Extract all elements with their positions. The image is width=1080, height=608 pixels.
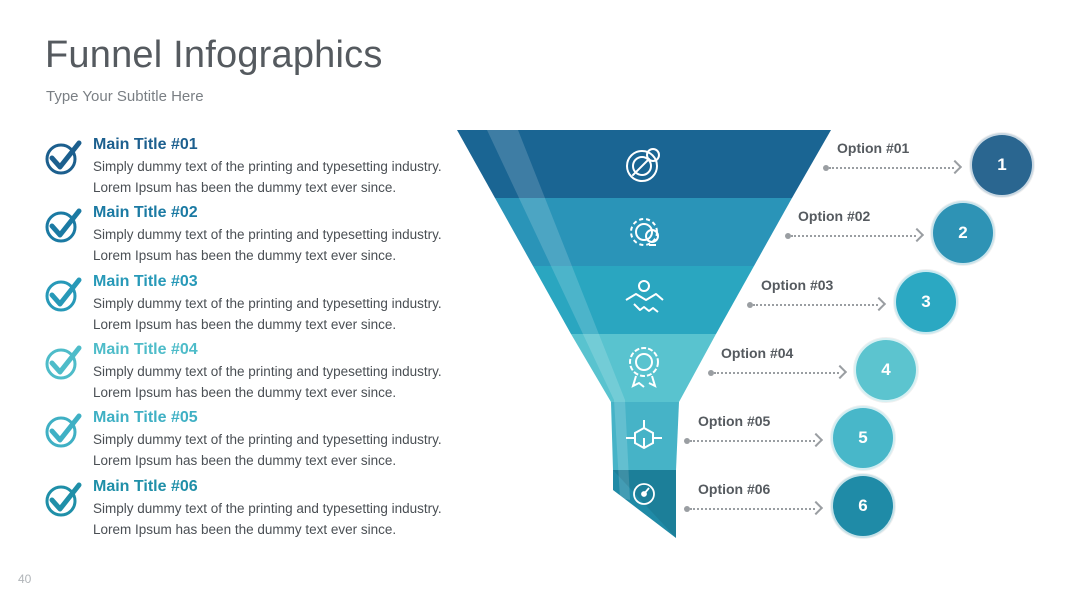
- item-title: Main Title #05: [93, 409, 198, 426]
- page-subtitle: Type Your Subtitle Here: [46, 88, 204, 105]
- option-label: Option #02: [798, 208, 871, 224]
- option-label: Option #05: [698, 413, 771, 429]
- connector-dot: [684, 506, 690, 512]
- arrow-right-icon: [808, 500, 824, 516]
- item-description: Simply dummy text of the printing and ty…: [93, 499, 493, 540]
- connector-line: [791, 235, 916, 237]
- funnel-segment-5: [611, 402, 679, 470]
- item-description-line: Simply dummy text of the printing and ty…: [93, 501, 442, 516]
- checkmark-icon: [45, 277, 82, 312]
- number-circle: 3: [894, 270, 958, 334]
- cube-network-icon: [626, 420, 662, 450]
- connector-dot: [823, 165, 829, 171]
- item-description-line: Lorem Ipsum has been the dummy text ever…: [93, 247, 397, 263]
- number-circle: 1: [970, 133, 1034, 197]
- arrow-right-icon: [947, 159, 963, 175]
- page-title: Funnel Infographics: [45, 34, 383, 76]
- item-description: Simply dummy text of the printing and ty…: [93, 294, 493, 335]
- arrow-right-icon: [832, 364, 848, 380]
- item-description-line: Lorem Ipsum has been the dummy text ever…: [93, 384, 397, 400]
- option-row: Option #01: [823, 140, 970, 210]
- page-number: 40: [18, 572, 32, 586]
- funnel-segment-4: [571, 334, 716, 402]
- item-description-line: Lorem Ipsum has been the dummy text ever…: [93, 521, 397, 537]
- connector-line: [714, 372, 839, 374]
- item-description-line: Simply dummy text of the printing and ty…: [93, 227, 442, 242]
- item-description-line: Lorem Ipsum has been the dummy text ever…: [93, 179, 397, 195]
- handshake-icon: [625, 280, 664, 313]
- connector-line: [690, 508, 815, 510]
- number-circle: 6: [831, 474, 895, 538]
- connector-line: [753, 304, 878, 306]
- arrow-right-icon: [808, 432, 824, 448]
- item-description-line: Simply dummy text of the printing and ty…: [93, 432, 442, 447]
- connector-dot: [785, 233, 791, 239]
- item-description: Simply dummy text of the printing and ty…: [93, 430, 493, 471]
- checkmark-icon: [45, 208, 82, 243]
- item-description: Simply dummy text of the printing and ty…: [93, 362, 493, 403]
- item-description-line: Lorem Ipsum has been the dummy text ever…: [93, 452, 397, 468]
- connector-dot: [708, 370, 714, 376]
- option-row: Option #02: [785, 208, 932, 278]
- number-circle: 2: [931, 201, 995, 265]
- item-title: Main Title #04: [93, 341, 198, 358]
- item-description-line: Lorem Ipsum has been the dummy text ever…: [93, 316, 397, 332]
- item-description: Simply dummy text of the printing and ty…: [93, 225, 493, 266]
- checkmark-icon: [45, 413, 82, 448]
- target-icon: [626, 148, 660, 182]
- item-description: Simply dummy text of the printing and ty…: [93, 157, 493, 198]
- funnel-segment-3: [533, 266, 754, 334]
- gauge-icon: [633, 483, 655, 505]
- item-description-line: Simply dummy text of the printing and ty…: [93, 364, 442, 379]
- checkmark-icon: [45, 140, 82, 175]
- item-description-line: Simply dummy text of the printing and ty…: [93, 159, 442, 174]
- item-title: Main Title #01: [93, 136, 198, 153]
- gear-lightbulb-icon: [630, 218, 659, 246]
- connector-dot: [747, 302, 753, 308]
- arrow-right-icon: [909, 227, 925, 243]
- option-label: Option #01: [837, 140, 910, 156]
- option-row: Option #04: [708, 345, 855, 415]
- checkmark-icon: [45, 482, 82, 517]
- connector-line: [829, 167, 954, 169]
- checkmark-icon: [45, 345, 82, 380]
- item-title: Main Title #03: [93, 273, 198, 290]
- item-title: Main Title #06: [93, 478, 198, 495]
- badge-thumbs-up-icon: [629, 347, 659, 388]
- option-row: Option #05: [684, 413, 831, 483]
- option-label: Option #06: [698, 481, 771, 497]
- item-description-line: Simply dummy text of the printing and ty…: [93, 296, 442, 311]
- connector-line: [690, 440, 815, 442]
- connector-dot: [684, 438, 690, 444]
- option-label: Option #04: [721, 345, 794, 361]
- number-circle: 5: [831, 406, 895, 470]
- option-row: Option #03: [747, 277, 894, 347]
- option-row: Option #06: [684, 481, 831, 551]
- number-circle: 4: [854, 338, 918, 402]
- option-label: Option #03: [761, 277, 834, 293]
- arrow-right-icon: [871, 296, 887, 312]
- funnel-segment-2: [495, 198, 792, 266]
- item-title: Main Title #02: [93, 204, 198, 221]
